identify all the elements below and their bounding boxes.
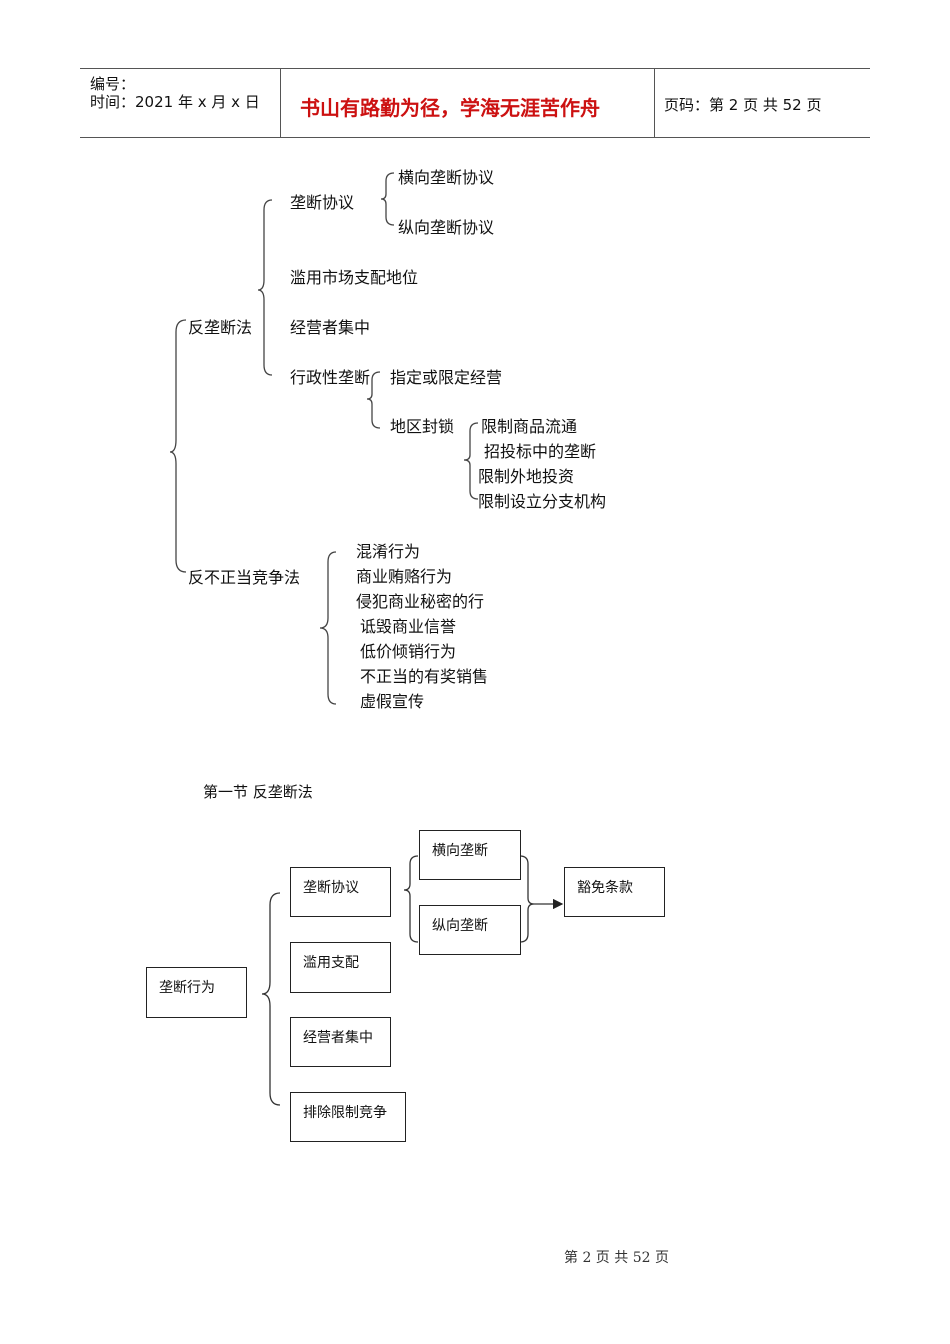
header-number-label: 编号： xyxy=(90,75,136,93)
flow-box-abuse: 滥用支配 xyxy=(290,942,391,993)
mindmap-unfair-item: 低价倾销行为 xyxy=(360,642,457,661)
flow-box-agreement: 垄断协议 xyxy=(290,867,391,917)
page-header: 编号： 时间：2021 年 x 月 x 日 书山有路勤为径，学海无涯苦作舟 页码… xyxy=(80,68,870,138)
flow-box-label: 纵向垄断 xyxy=(432,918,488,934)
mindmap-blockade-item: 限制设立分支机构 xyxy=(478,492,607,511)
flow-box-exemption: 豁免条款 xyxy=(564,867,665,917)
brace-unfair xyxy=(319,551,337,705)
brace-blockade xyxy=(463,422,479,500)
mindmap-concentration: 经营者集中 xyxy=(290,318,371,337)
mindmap-abuse: 滥用市场支配地位 xyxy=(290,268,419,287)
header-divider xyxy=(654,69,655,137)
brace-agreement xyxy=(380,172,395,226)
header-page-info: 页码：第 2 页 共 52 页 xyxy=(664,96,822,114)
flow-box-concentration: 经营者集中 xyxy=(290,1017,391,1067)
brace-admin xyxy=(366,371,381,429)
page-footer: 第 2 页 共 52 页 xyxy=(564,1250,669,1266)
mindmap-unfair-item: 商业贿赂行为 xyxy=(356,567,453,586)
mindmap-vertical-agreement: 纵向垄断协议 xyxy=(398,218,495,237)
section-title: 第一节 反垄断法 xyxy=(203,783,313,801)
flow-box-label: 滥用支配 xyxy=(303,955,359,971)
flow-box-label: 经营者集中 xyxy=(303,1030,373,1046)
flow-box-vertical: 纵向垄断 xyxy=(419,905,521,955)
mindmap-admin-monopoly: 行政性垄断 xyxy=(290,368,371,387)
flow-brace-main xyxy=(261,892,281,1106)
mindmap-unfair-item: 诋毁商业信誉 xyxy=(360,617,457,636)
flow-box-label: 垄断协议 xyxy=(303,880,359,896)
flow-box-label: 垄断行为 xyxy=(159,980,215,996)
mindmap-blockade-item: 招投标中的垄断 xyxy=(484,442,597,461)
mindmap-unfair-item: 混淆行为 xyxy=(356,542,421,561)
mindmap-unfair-item: 不正当的有奖销售 xyxy=(360,667,489,686)
mindmap-horizontal-agreement: 横向垄断协议 xyxy=(398,168,495,187)
mindmap-root-antimonopoly: 反垄断法 xyxy=(188,318,253,337)
mindmap-blockade-item: 限制外地投资 xyxy=(478,467,575,486)
mindmap-agreement: 垄断协议 xyxy=(290,193,355,212)
flow-box-exclusion: 排除限制竞争 xyxy=(290,1092,406,1142)
brace-antimonopoly xyxy=(257,199,273,376)
header-motto: 书山有路勤为径，学海无涯苦作舟 xyxy=(300,96,600,120)
flow-box-label: 横向垄断 xyxy=(432,843,488,859)
brace-root xyxy=(169,319,187,573)
flow-brace-exemption xyxy=(519,855,535,943)
header-time-label: 时间：2021 年 x 月 x 日 xyxy=(90,93,260,111)
header-divider xyxy=(280,69,281,137)
flow-brace-agreement xyxy=(403,855,419,943)
flow-box-label: 豁免条款 xyxy=(577,880,633,896)
mindmap-designated: 指定或限定经营 xyxy=(390,368,503,387)
mindmap-unfair-item: 侵犯商业秘密的行 xyxy=(356,592,485,611)
mindmap-blockade-item: 限制商品流通 xyxy=(481,417,578,436)
flow-box-label: 排除限制竞争 xyxy=(303,1105,387,1121)
mindmap-unfair-item: 虚假宣传 xyxy=(360,692,425,711)
flow-box-root: 垄断行为 xyxy=(146,967,247,1018)
flow-box-horizontal: 横向垄断 xyxy=(419,830,521,880)
mindmap-root-unfair-competition: 反不正当竞争法 xyxy=(188,568,301,587)
mindmap-blockade: 地区封锁 xyxy=(390,417,455,436)
